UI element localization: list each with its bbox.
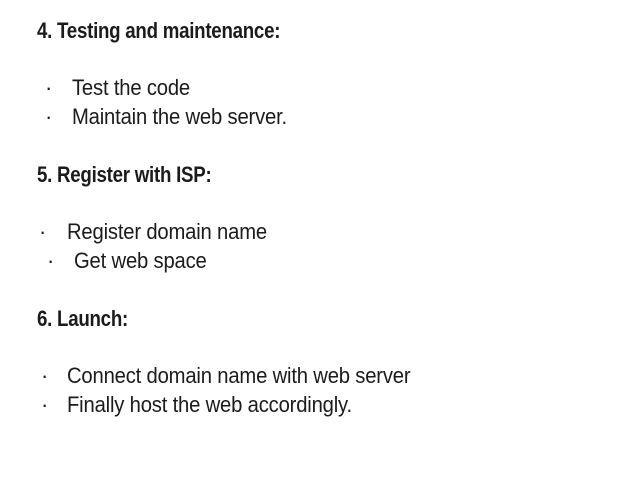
section-heading-text: 4. Testing and maintenance: <box>37 18 281 43</box>
bullet-dot-icon: · <box>41 392 49 417</box>
list-item: · Get web space <box>37 246 628 275</box>
list-item-text: Get web space <box>74 248 207 273</box>
bullet-dot-icon: · <box>47 248 55 273</box>
list-item-text: Maintain the web server. <box>72 104 287 129</box>
list-item: · Test the code <box>37 73 628 102</box>
section-testing-maintenance: 4. Testing and maintenance: · Test the c… <box>37 16 628 131</box>
list-item-text: Connect domain name with web server <box>67 363 411 388</box>
section-register-isp: 5. Register with ISP: · Register domain … <box>37 160 628 275</box>
list-item-text: Finally host the web accordingly. <box>67 392 352 417</box>
list-item-text: Register domain name <box>67 219 267 244</box>
bullet-list: · Test the code · Maintain the web serve… <box>37 73 628 131</box>
section-heading-text: 6. Launch: <box>37 306 128 331</box>
bullet-dot-icon: · <box>45 104 53 129</box>
section-launch: 6. Launch: · Connect domain name with we… <box>37 304 628 419</box>
section-heading-text: 5. Register with ISP: <box>37 162 212 187</box>
bullet-list: · Connect domain name with web server · … <box>37 361 628 419</box>
bullet-dot-icon: · <box>41 363 49 388</box>
list-item: · Maintain the web server. <box>37 102 628 131</box>
section-heading: 4. Testing and maintenance: <box>37 16 628 45</box>
list-item: · Register domain name <box>37 217 628 246</box>
list-item-text: Test the code <box>72 75 191 100</box>
bullet-list: · Register domain name · Get web space <box>37 217 628 275</box>
list-item: · Finally host the web accordingly. <box>37 390 628 419</box>
section-heading: 5. Register with ISP: <box>37 160 628 189</box>
list-item: · Connect domain name with web server <box>37 361 628 390</box>
bullet-dot-icon: · <box>45 75 53 100</box>
bullet-dot-icon: · <box>39 219 47 244</box>
section-heading: 6. Launch: <box>37 304 628 333</box>
